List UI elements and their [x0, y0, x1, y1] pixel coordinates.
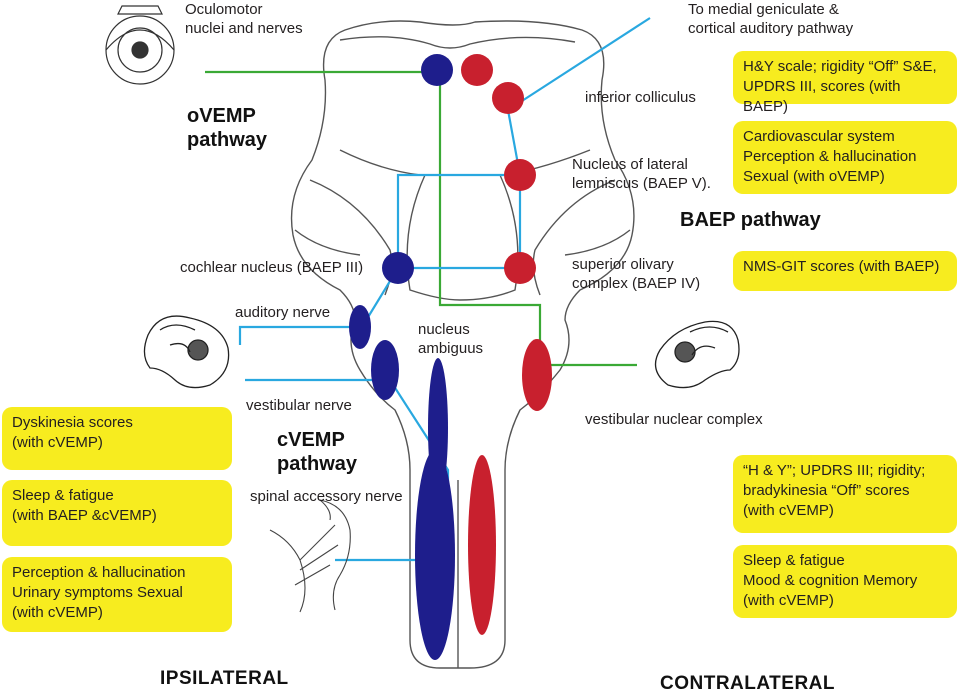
- peduncle-left: [309, 179, 393, 296]
- vestibular-nerve-label: vestibular nerve: [246, 397, 352, 414]
- accessory-nucleus-contra: [468, 455, 496, 635]
- medial-geniculate-label: To medial geniculate & cortical auditory…: [688, 1, 854, 37]
- accessory-nucleus-ipsi: [415, 450, 455, 660]
- score-box-hy-updrs: “H & Y”; UPDRS III; rigidity; bradykines…: [733, 455, 957, 533]
- peduncle-right: [532, 179, 616, 296]
- vestibular-nerve-node: [371, 340, 399, 400]
- superior-olivary-node: [504, 252, 536, 284]
- score-box-cardio: Cardiovascular system Perception & hallu…: [733, 121, 957, 194]
- oculomotor-nucleus-contra: [461, 54, 493, 86]
- score-box-sleep-left: Sleep & fatigue (with BAEP &cVEMP): [2, 480, 232, 546]
- cochlear-nucleus-label: cochlear nucleus (BAEP III): [180, 259, 364, 276]
- ovemp-heading: oVEMP pathway: [187, 105, 268, 151]
- vestibular-nuclear-node: [522, 339, 552, 411]
- cerebellar-right: [564, 229, 631, 256]
- brainstem-outline: [290, 20, 635, 669]
- baep-path-main: [238, 17, 651, 345]
- ovemp-path: [205, 70, 637, 367]
- auditory-nerve-node: [349, 305, 371, 349]
- score-box-dyskinesia: Dyskinesia scores (with cVEMP): [2, 407, 232, 470]
- score-box-nms-git: NMS-GIT scores (with BAEP): [733, 251, 957, 291]
- cerebellar-left: [294, 229, 361, 256]
- score-box-hy-rigidity: H&Y scale; rigidity “Off” S&E, UPDRS III…: [733, 51, 957, 115]
- spinal-accessory-nerve-label: spinal accessory nerve: [250, 488, 403, 505]
- nucleus-ambiguus-label: nucleus ambiguus: [418, 321, 484, 357]
- ear-icon-right: [654, 320, 740, 389]
- oculomotor-label: Oculomotor nuclei and nerves: [185, 1, 303, 37]
- eye-icon: [105, 5, 175, 85]
- neck-head-icon: [269, 499, 351, 613]
- cochlear-nucleus-node: [382, 252, 414, 284]
- contralateral-label: CONTRALATERAL: [660, 673, 836, 694]
- oculomotor-nucleus-ipsi: [421, 54, 453, 86]
- ear-icon-left: [143, 315, 230, 389]
- ipsilateral-label: IPSILATERAL: [160, 668, 289, 689]
- lateral-lemniscus-label: Nucleus of lateral lemniscus (BAEP V).: [572, 156, 711, 192]
- pons-upper-outline: [339, 149, 591, 176]
- inferior-colliculus-label: inferior colliculus: [585, 89, 696, 106]
- score-box-perception-left: Perception & hallucination Urinary sympt…: [2, 557, 232, 632]
- inferior-colliculus-node: [492, 82, 524, 114]
- score-box-sleep-right: Sleep & fatigue Mood & cognition Memory …: [733, 545, 957, 618]
- cvemp-heading: cVEMP pathway: [277, 429, 358, 475]
- fourth-ventricle: [406, 174, 519, 301]
- midbrain-ridge: [339, 36, 576, 49]
- superior-olivary-label: superior olivary complex (BAEP IV): [572, 256, 701, 292]
- lateral-lemniscus-node: [504, 159, 536, 191]
- auditory-nerve-label: auditory nerve: [235, 304, 331, 321]
- baep-heading: BAEP pathway: [680, 209, 821, 231]
- vestibular-nuclear-complex-label: vestibular nuclear complex: [585, 411, 763, 428]
